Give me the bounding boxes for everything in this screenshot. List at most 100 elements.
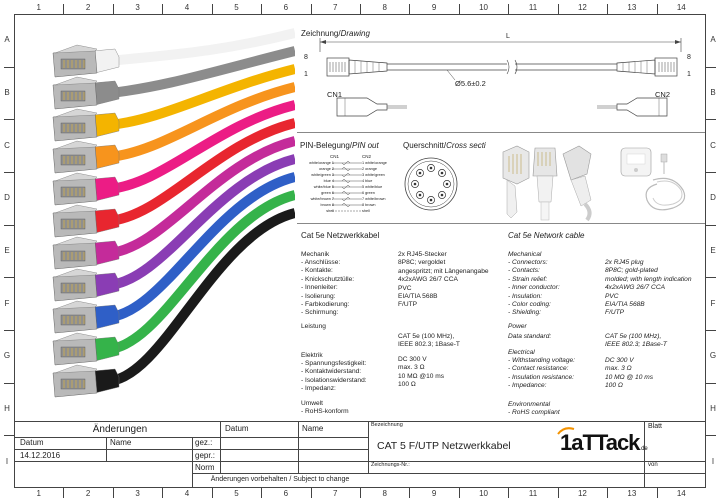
rj45-plug-window (60, 122, 86, 134)
de-mech-labels: - Anschlüsse:- Kontakte:- Knickschutztül… (301, 259, 354, 318)
drawing-frame (14, 14, 706, 488)
grid-col-top: 12 (577, 3, 587, 12)
grid-tick (261, 488, 263, 498)
grid-tick (4, 119, 14, 121)
grid-tick (162, 4, 164, 14)
grid-row-left: C (4, 140, 10, 150)
datum2-label: Datum (225, 424, 249, 433)
cable-line (109, 64, 295, 130)
rj45-plug-top (54, 364, 98, 374)
grid-col-top: 14 (676, 3, 686, 12)
grid-col-top: 11 (528, 3, 538, 12)
spec-line: - Isolierung: (301, 292, 336, 300)
en-heading: Cat 5e Network cable (508, 231, 585, 240)
rj45-plug-window (60, 90, 86, 102)
spec-line: 10 MΩ @ 10 ms (605, 373, 653, 381)
spec-line: - Impedance: (508, 382, 547, 390)
document-title: CAT 5 F/UTP Netzwerkkabel (377, 440, 511, 452)
spec-line: - Isolationswiderstand: (301, 376, 367, 384)
spec-line: - Kontaktwiderstand: (301, 368, 362, 376)
grid-col-top: 5 (234, 3, 239, 12)
von-label: von (648, 462, 658, 468)
spec-line: DC 300 V (605, 357, 634, 364)
grid-tick (706, 172, 716, 173)
grid-col-top: 2 (85, 3, 91, 12)
de-heading: Cat 5e Netzwerkkabel (301, 231, 380, 240)
pin-left-bottom: 1 (304, 71, 308, 78)
grid-tick (409, 488, 411, 498)
grid-tick (607, 4, 609, 14)
grid-col-bottom: 6 (283, 489, 289, 498)
grid-row-right: D (710, 193, 716, 203)
aenderungen-label: Änderungen (92, 424, 148, 435)
spec-line: - Connectors: (508, 259, 548, 266)
de-mechanik: Mechanik (301, 251, 330, 258)
spec-line: 4x2xAWG 26/7 CCA (605, 284, 665, 292)
grid-tick (656, 4, 658, 14)
grid-col-bottom: 10 (479, 489, 489, 498)
spec-line: CAT 5e (100 MHz), (398, 333, 455, 340)
grid-tick (360, 488, 361, 498)
spec-line: - Contacts: (508, 267, 540, 275)
grid-row-left: I (5, 456, 9, 466)
grid-tick (4, 224, 14, 226)
length-label: L (506, 33, 510, 40)
pin-entry: white/brown 7 (310, 197, 334, 201)
grid-tick (557, 4, 559, 14)
spec-line: 100 Ω (398, 381, 416, 389)
spec-line: IEEE 802.3; 1Base-T (605, 341, 667, 349)
pin-entry: 2 orange (362, 167, 377, 171)
pin-entry: 8 brown (362, 203, 376, 207)
spec-line: angespritzt; mit Längenangabe (398, 267, 489, 275)
pin-wiring-lines (332, 161, 362, 212)
pin-cn2: CN2 (362, 154, 372, 159)
grid-row-left: B (4, 88, 10, 97)
spec-line: - Anschlüsse: (301, 259, 341, 266)
en-leistung-label: Data standard: (508, 333, 552, 340)
cable-line (109, 172, 295, 322)
grid-col-bottom: 8 (382, 489, 387, 498)
spec-line: - Inner conductor: (508, 284, 560, 292)
grid-row-left: F (4, 298, 10, 308)
grid-row-right: E (710, 246, 716, 255)
spec-line: PVC (398, 284, 412, 292)
cable-line (109, 28, 295, 66)
pin-entry: 4 blue (362, 179, 373, 183)
grid-col-top: 9 (431, 3, 437, 12)
spec-line: PVC (605, 292, 619, 300)
grid-tick (4, 66, 14, 68)
date-value: 14.12.2016 (20, 451, 61, 460)
rj45-plug-window (60, 154, 86, 166)
de-umwelt-value: - RoHS-konform (301, 408, 349, 415)
grid-tick (557, 488, 559, 498)
plug-photos (502, 145, 686, 222)
spec-line: - Color coding: (508, 301, 551, 309)
en-umwelt-value: - RoHS compliant (508, 409, 560, 416)
grid-tick (706, 66, 716, 68)
cable-line (109, 46, 295, 98)
rj45-plug-top (54, 44, 98, 54)
grid-tick (4, 382, 14, 384)
pin-entry: 7 white/brown (362, 197, 386, 201)
grid-row-right: C (710, 140, 716, 150)
en-elektrik: Electrical (508, 349, 535, 356)
pin-entry: brown 8 (320, 203, 334, 207)
cable-line (109, 82, 295, 162)
brand-logo: 1aTTack.de (560, 430, 648, 456)
rj45-plug-top (54, 108, 98, 118)
subject-to-change: Änderungen vorbehalten / Subject to chan… (210, 476, 350, 483)
grid-col-top: 13 (627, 3, 637, 12)
spec-line: 4x2xAWG 26/7 CCA (398, 276, 458, 284)
grid-tick (4, 277, 14, 279)
spec-line: max. 3 Ω (605, 365, 632, 373)
grid-col-top: 4 (184, 3, 190, 12)
grid-tick (310, 488, 312, 498)
rj45-plug-top (54, 268, 98, 278)
en-umwelt: Environmental (508, 401, 551, 408)
rj45-plug-top (54, 332, 98, 342)
cable-line (108, 208, 295, 386)
grid-row-right: H (710, 404, 716, 413)
